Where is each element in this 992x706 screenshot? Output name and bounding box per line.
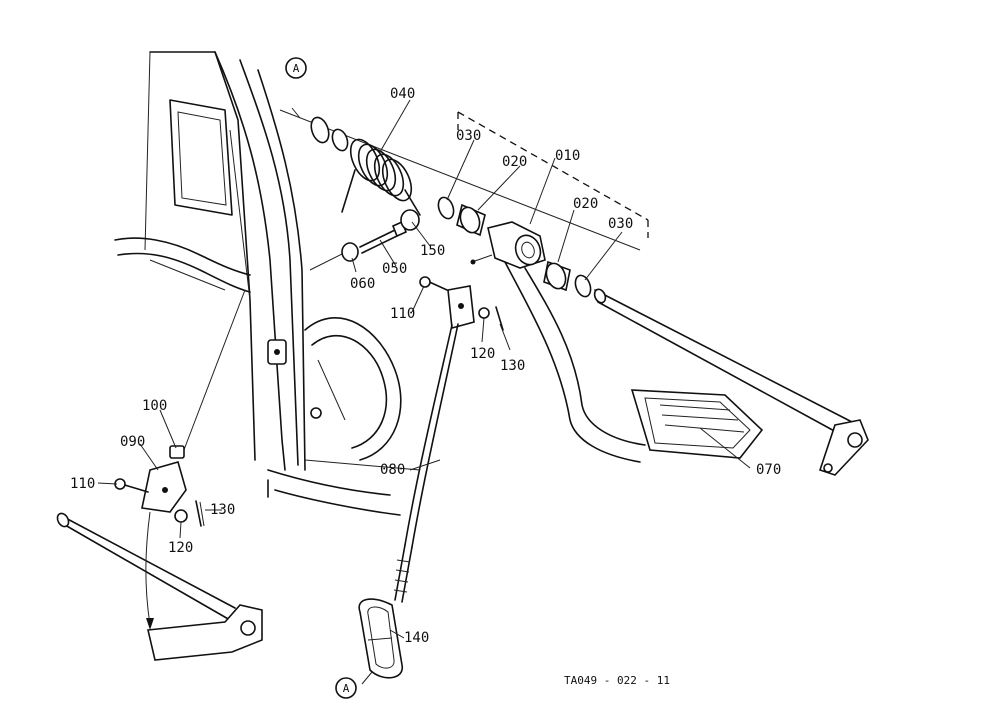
part-callouts: 040 030 020 010 020 030 150 050 060 110 … xyxy=(70,86,781,646)
brake-rod-assembly xyxy=(291,107,504,685)
ref-marker-top-letter: A xyxy=(293,62,300,75)
callout-130-upper: 130 xyxy=(500,358,525,374)
callout-020-right: 020 xyxy=(573,196,598,212)
leader-lines xyxy=(97,99,751,639)
ref-marker-top: A xyxy=(285,57,307,79)
callout-010: 010 xyxy=(555,148,580,164)
callout-110-lower: 110 xyxy=(70,476,95,492)
ref-marker-bottom-letter: A xyxy=(343,682,350,695)
callout-060: 060 xyxy=(350,276,375,292)
callout-130-lower: 130 xyxy=(210,502,235,518)
callout-120-upper: 120 xyxy=(470,346,495,362)
frame-structure xyxy=(114,51,421,516)
return-spring xyxy=(341,138,421,216)
callout-080: 080 xyxy=(380,462,405,478)
lower-lever-assembly xyxy=(56,445,263,661)
callout-030-left: 030 xyxy=(456,128,481,144)
callout-110-upper: 110 xyxy=(390,306,415,322)
spring-and-bushings xyxy=(279,109,641,262)
callout-120-lower: 120 xyxy=(168,540,193,556)
callout-150: 150 xyxy=(420,243,445,259)
callout-030-right: 030 xyxy=(608,216,633,232)
callout-050: 050 xyxy=(382,261,407,277)
brake-pedal-assembly xyxy=(457,111,869,476)
callout-020-left: 020 xyxy=(502,154,527,170)
ref-marker-bottom: A xyxy=(335,677,357,699)
callout-090: 090 xyxy=(120,434,145,450)
callout-140: 140 xyxy=(404,630,429,646)
callout-040: 040 xyxy=(390,86,415,102)
callout-070: 070 xyxy=(756,462,781,478)
callout-100: 100 xyxy=(142,398,167,414)
figure-code: TA049 - 022 - 11 xyxy=(564,674,670,687)
